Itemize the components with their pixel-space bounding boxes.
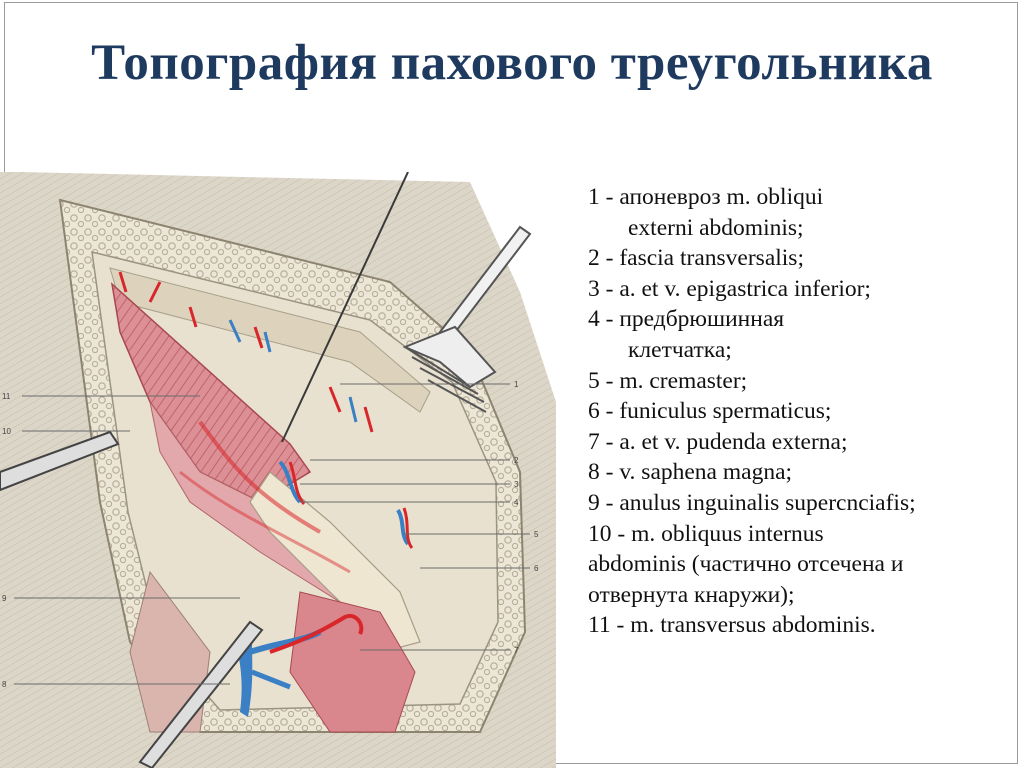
legend-item-11: 11 - m. transversus abdominis. xyxy=(588,612,876,639)
saphenous-branch xyxy=(251,669,291,690)
anatomy-illustration: 11 10 1 2 3 4 5 6 7 9 8 xyxy=(0,172,556,768)
figure-label-11: 11 xyxy=(2,392,11,401)
surgical-probe xyxy=(281,172,409,443)
legend-item-6: 6 - funiculus spermaticus; xyxy=(588,398,832,425)
leader-lines xyxy=(14,383,530,685)
figure-label-6: 6 xyxy=(534,564,539,573)
epigastric-vessels xyxy=(278,460,306,505)
figure-label-3: 3 xyxy=(514,480,519,489)
forceps-lower xyxy=(138,620,264,768)
figure-label-5: 5 xyxy=(534,530,539,539)
legend-item-3: 3 - a. et v. epigastrica inferior; xyxy=(588,275,871,302)
legend-item-2: 2 - fascia transversalis; xyxy=(588,245,804,272)
legend-item-9: 9 - anulus inguinalis supercnciafis; xyxy=(588,489,916,516)
figure-label-4: 4 xyxy=(514,498,519,507)
cremasteric-vessels xyxy=(396,507,414,549)
figure-label-8: 8 xyxy=(2,680,7,689)
legend-item-10: 10 - m. obliquus internus abdominis (час… xyxy=(588,520,904,608)
figure-label-7: 7 xyxy=(514,646,519,655)
figure-label-9: 9 xyxy=(2,594,7,603)
forceps-left xyxy=(0,430,120,492)
figure-label-10: 10 xyxy=(2,427,11,436)
figure-label-1: 1 xyxy=(514,380,519,389)
legend-item-7: 7 - a. et v. pudenda externa; xyxy=(588,428,848,455)
legend-list: 1 - апоневроз m. obliqui externi abdomin… xyxy=(588,182,1018,641)
saphenous-vein xyxy=(236,642,253,717)
superficial-vessels xyxy=(118,271,374,433)
anatomy-drawing: 11 10 1 2 3 4 5 6 7 9 8 xyxy=(0,172,556,768)
muscle-highlight xyxy=(198,420,321,534)
cremaster-muscle xyxy=(289,591,416,733)
legend-item-4: 4 - предбрюшинная клетчатка; xyxy=(588,306,785,363)
figure-label-2: 2 xyxy=(514,456,519,465)
pudendal-artery xyxy=(269,613,364,654)
legend-item-5: 5 - m. cremaster; xyxy=(588,367,748,394)
slide-title: Топография пахового треугольника xyxy=(91,35,933,91)
muscle-highlight-2 xyxy=(179,470,351,574)
retractor-rake xyxy=(402,225,532,413)
legend-item-1: 1 - апоневроз m. obliqui externi abdomin… xyxy=(588,184,824,241)
legend-item-8: 8 - v. saphena magna; xyxy=(588,459,793,486)
